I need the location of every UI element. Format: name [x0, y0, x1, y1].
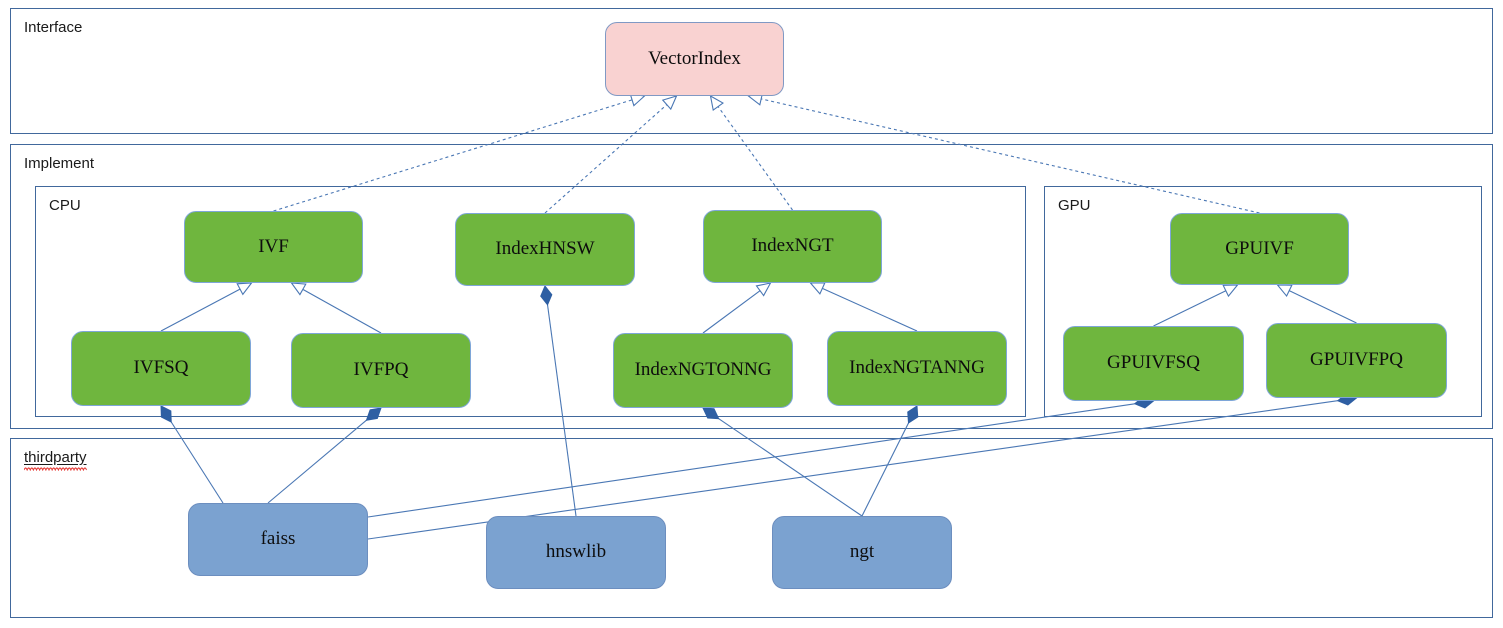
node-gpuivf[interactable]: GPUIVF: [1170, 213, 1349, 285]
node-ivfpq[interactable]: IVFPQ: [291, 333, 471, 408]
node-indexngtonng[interactable]: IndexNGTONNG: [613, 333, 793, 408]
frame-label-cpu: CPU: [49, 197, 81, 214]
frame-label-implement: Implement: [24, 155, 95, 172]
frame-label-interface: Interface: [24, 19, 83, 36]
node-ivf[interactable]: IVF: [184, 211, 363, 283]
node-indexhnsw[interactable]: IndexHNSW: [455, 213, 635, 286]
node-gpuivfpq[interactable]: GPUIVFPQ: [1266, 323, 1447, 398]
frame-label-thirdparty: thirdparty: [24, 450, 87, 471]
node-vectorindex[interactable]: VectorIndex: [605, 22, 784, 96]
node-indexngtanng[interactable]: IndexNGTANNG: [827, 331, 1007, 406]
node-faiss[interactable]: faiss: [188, 503, 368, 576]
node-hnswlib[interactable]: hnswlib: [486, 516, 666, 589]
node-ngt[interactable]: ngt: [772, 516, 952, 589]
node-indexngt[interactable]: IndexNGT: [703, 210, 882, 283]
node-gpuivfsq[interactable]: GPUIVFSQ: [1063, 326, 1244, 401]
frame-label-gpu: GPU: [1058, 197, 1091, 214]
node-ivfsq[interactable]: IVFSQ: [71, 331, 251, 406]
